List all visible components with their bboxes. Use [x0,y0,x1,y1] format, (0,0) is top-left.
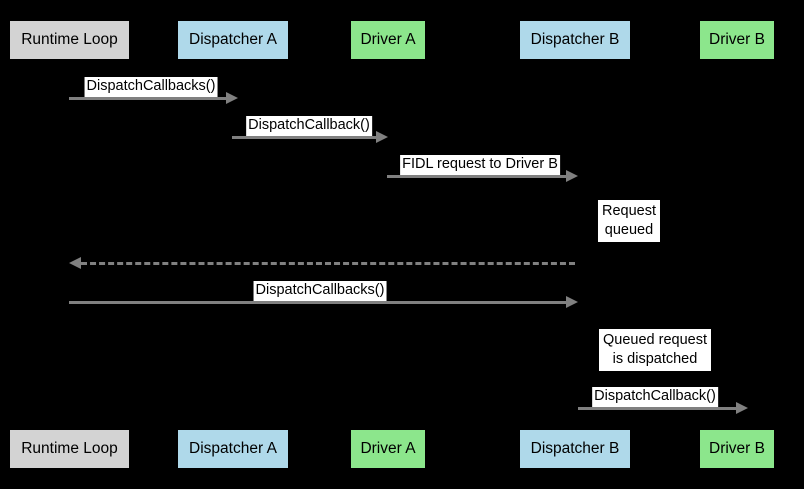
participant-label: Driver B [709,31,765,49]
note-line: Request [601,203,657,219]
message-label-msg-fidl-request: FIDL request to Driver B [400,155,560,175]
participant-box-dispatcher-b-bottom: Dispatcher B [520,430,630,468]
participant-box-driver-a-top: Driver A [351,21,425,59]
message-label-msg-dispatch-callback-2: DispatchCallback() [592,387,718,407]
arrowhead-msg-fidl-request [566,170,578,182]
arrowhead-msg-return-dashed [69,257,81,269]
participant-label: Dispatcher A [189,31,277,49]
participant-box-driver-b-bottom: Driver B [700,430,774,468]
message-line-msg-dispatch-callbacks-2 [69,301,566,304]
participant-label: Dispatcher B [530,31,620,49]
participant-box-dispatcher-a-top: Dispatcher A [178,21,288,59]
participant-label: Dispatcher B [530,440,620,458]
arrowhead-msg-dispatch-callbacks-1 [226,92,238,104]
note-line: is dispatched [612,350,698,367]
participant-box-driver-a-bottom: Driver A [351,430,425,468]
note-note-request-queued: Request queued [597,200,661,242]
participant-label: Runtime Loop [21,31,118,49]
participant-label: Runtime Loop [21,440,118,458]
note-line: Queued request [603,332,707,348]
message-line-msg-return-dashed [81,262,575,265]
message-label-msg-dispatch-callbacks-2: DispatchCallbacks() [253,281,387,301]
participant-label: Driver B [709,440,765,458]
message-line-msg-dispatch-callbacks-1 [69,97,226,100]
participant-label: Driver A [360,31,416,49]
message-line-msg-dispatch-callback-2 [578,407,736,410]
arrowhead-msg-dispatch-callback-1 [376,131,388,143]
note-note-queued-request-dispatched: Queued request is dispatched [599,329,711,371]
participant-box-dispatcher-b-top: Dispatcher B [520,21,630,59]
participant-label: Dispatcher A [189,440,277,458]
arrowhead-msg-dispatch-callback-2 [736,402,748,414]
participant-box-dispatcher-a-bottom: Dispatcher A [178,430,288,468]
participant-box-runtime-loop-top: Runtime Loop [10,21,129,59]
arrowhead-msg-dispatch-callbacks-2 [566,296,578,308]
message-label-msg-dispatch-callback-1: DispatchCallback() [246,116,372,136]
participant-label: Driver A [360,440,416,458]
message-line-msg-fidl-request [387,175,566,178]
note-line: queued [604,221,654,238]
participant-box-driver-b-top: Driver B [700,21,774,59]
participant-box-runtime-loop-bottom: Runtime Loop [10,430,129,468]
message-label-msg-dispatch-callbacks-1: DispatchCallbacks() [84,77,218,97]
message-line-msg-dispatch-callback-1 [232,136,376,139]
